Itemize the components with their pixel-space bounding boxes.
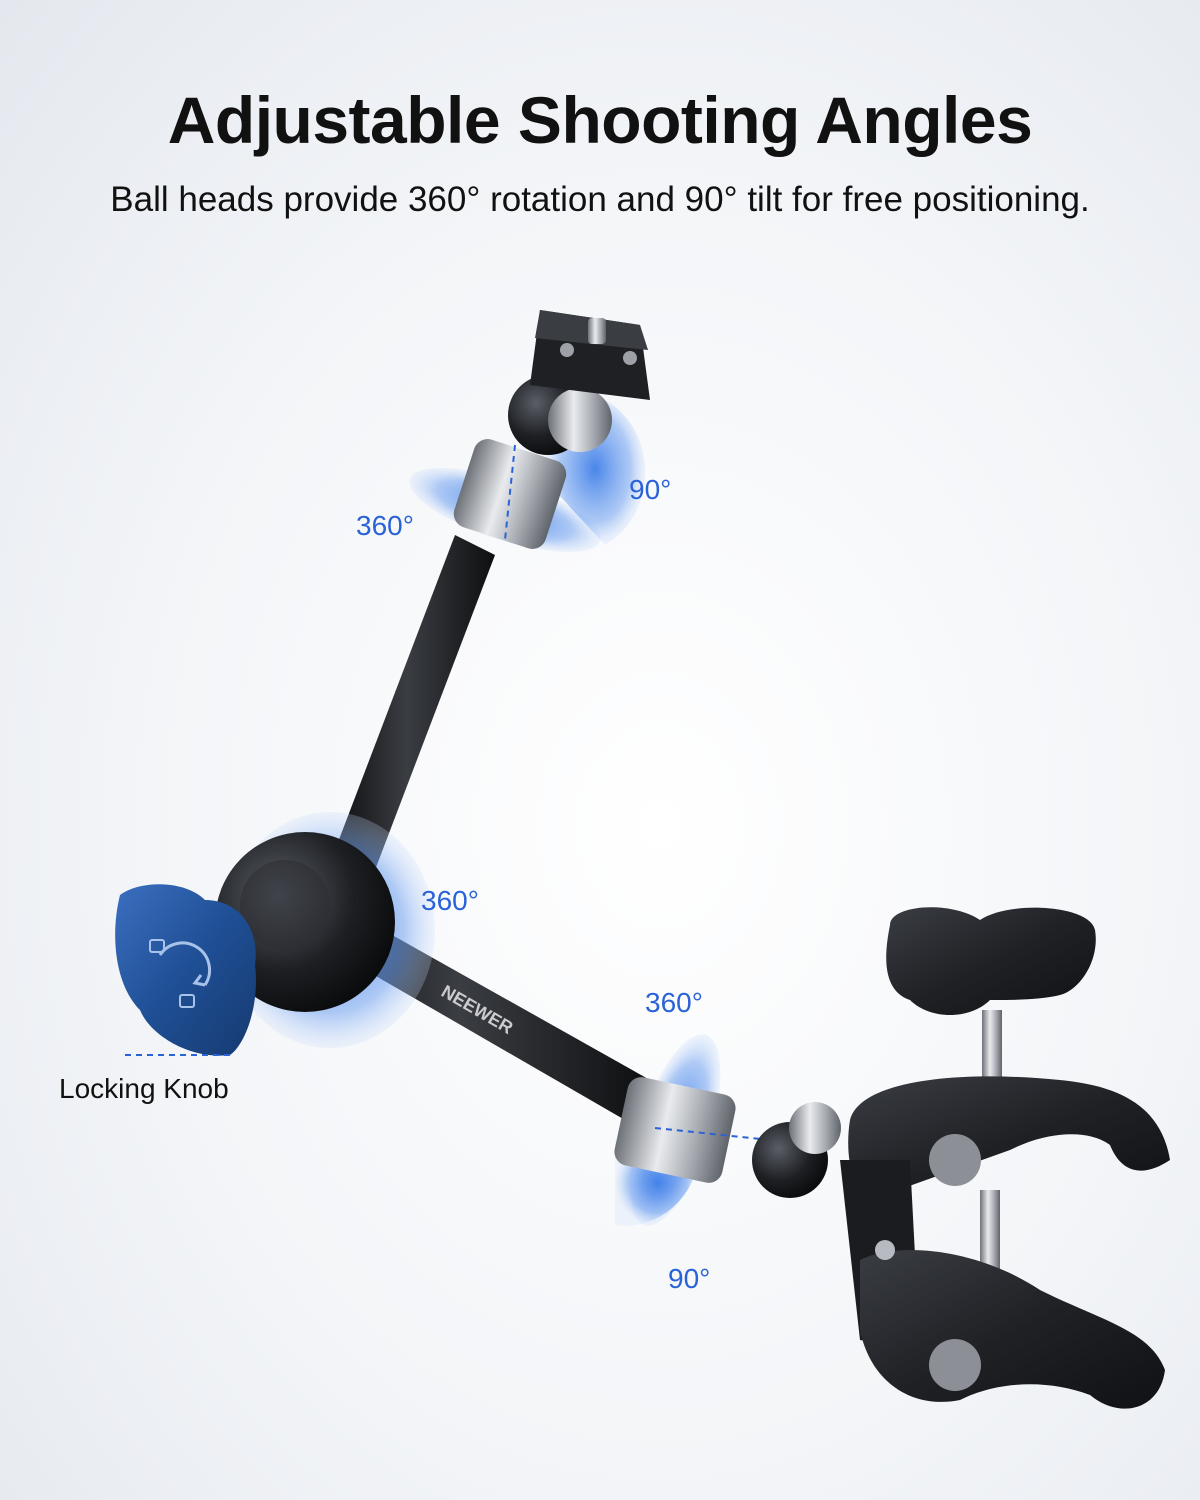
central-ball-joint — [215, 832, 395, 1012]
locking-knob — [115, 884, 256, 1056]
lower-tilt-label: 90° — [668, 1263, 711, 1294]
upper-rod — [335, 535, 495, 870]
lower-collar — [614, 1077, 771, 1183]
locking-knob-label: Locking Knob — [59, 1073, 229, 1104]
lower-rotation-label: 360° — [645, 987, 703, 1018]
super-clamp — [840, 907, 1170, 1409]
middle-rotation-label: 360° — [421, 885, 479, 916]
subheadline: Ball heads provide 360° rotation and 90°… — [110, 180, 1090, 219]
top-collar — [453, 439, 567, 549]
top-rotation-label: 360° — [356, 510, 414, 541]
top-tilt-label: 90° — [629, 474, 672, 505]
headline: Adjustable Shooting Angles — [167, 83, 1033, 157]
camera-mount-plate — [508, 310, 650, 455]
lower-ball-joint — [752, 1102, 841, 1198]
